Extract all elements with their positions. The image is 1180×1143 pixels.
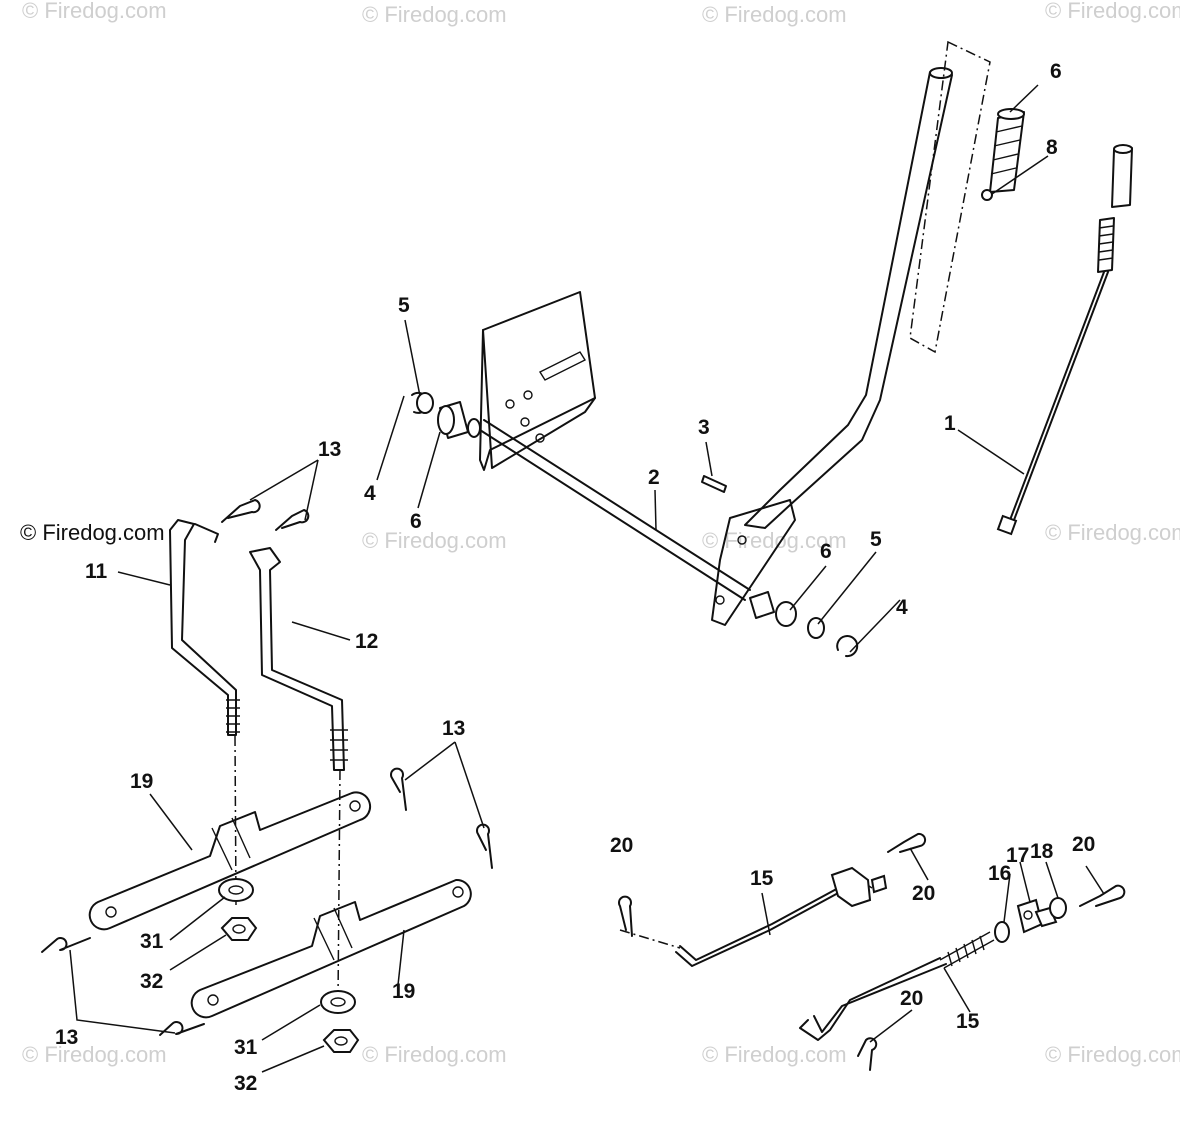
handle-grip	[989, 108, 1025, 193]
set-screw	[981, 189, 993, 201]
callout-13-top: 13	[318, 438, 341, 461]
callout-31-right: 31	[234, 1036, 258, 1059]
callout-20-left: 20	[610, 834, 633, 857]
lift-arm-lower	[190, 878, 472, 1019]
mounting-plate	[479, 291, 596, 471]
callout-11: 11	[85, 560, 108, 583]
callout-3: 3	[698, 416, 710, 439]
callout-17: 17	[1006, 844, 1029, 867]
callout-15-lower: 15	[956, 1010, 980, 1033]
callout-12: 12	[355, 630, 378, 653]
callout-6-left: 6	[410, 510, 422, 533]
callout-2: 2	[648, 466, 660, 489]
callout-19-upper: 19	[130, 770, 153, 793]
watermark-top-right: © Firedog.com	[1045, 0, 1180, 23]
callout-6-right: 6	[820, 540, 832, 563]
watermark-top-center-left: © Firedog.com	[362, 2, 507, 27]
callout-15-upper: 15	[750, 867, 774, 890]
hair-pin-clips-13	[41, 499, 493, 1036]
callout-31-left: 31	[140, 930, 164, 953]
callout-13-right: 13	[442, 717, 465, 740]
callout-8: 8	[1046, 136, 1058, 159]
right-shaft-hardware	[749, 591, 859, 658]
lift-shaft	[467, 418, 751, 601]
callout-20-right: 20	[1072, 833, 1095, 856]
lift-link-11	[169, 519, 240, 906]
watermark-top-left: © Firedog.com	[22, 0, 167, 23]
callout-20-middle: 20	[912, 882, 935, 905]
left-shaft-hardware	[411, 391, 469, 439]
watermark-bottom-right: © Firedog.com	[1045, 1042, 1180, 1067]
callout-5-right: 5	[870, 528, 882, 551]
watermark-middle-center-left: © Firedog.com	[362, 528, 507, 553]
bushing-nut-right	[320, 990, 360, 1053]
lift-link-12	[249, 547, 348, 1001]
callout-16: 16	[988, 862, 1011, 885]
adjustment-cable	[996, 144, 1133, 536]
callout-20-bottom: 20	[900, 987, 923, 1010]
callout-19-lower: 19	[392, 980, 415, 1003]
callout-7: 6	[1050, 60, 1062, 83]
callout-4-left: 4	[364, 482, 376, 505]
callout-1: 1	[944, 412, 956, 435]
roll-pin	[701, 475, 727, 493]
callout-18: 18	[1030, 840, 1054, 863]
lift-rod-upper	[619, 866, 888, 967]
leader-lines	[69, 84, 1105, 1073]
lift-rod-lower	[799, 931, 995, 1041]
callouts: 6 8 1 5 4 6 3 2 6 5 4 13 11 12 13 19 31 …	[55, 60, 1095, 1095]
lift-arm-upper	[88, 791, 372, 931]
watermark-bottom-center-right: © Firedog.com	[702, 1042, 847, 1067]
watermark-bottom-left: © Firedog.com	[22, 1042, 167, 1067]
watermark-middle-right: © Firedog.com	[1045, 520, 1180, 545]
rod-adjuster-hardware	[994, 897, 1067, 943]
callout-5-left: 5	[398, 294, 410, 317]
watermark-bottom-center-left: © Firedog.com	[362, 1042, 507, 1067]
watermark-middle-left: © Firedog.com	[20, 520, 165, 545]
watermark-top-center-right: © Firedog.com	[702, 2, 847, 27]
callout-32-right: 32	[234, 1072, 257, 1095]
callout-32-left: 32	[140, 970, 163, 993]
bushing-nut-left	[218, 878, 258, 941]
hair-pins-20	[618, 832, 1126, 1071]
callout-13-bottom: 13	[55, 1026, 78, 1049]
callout-4-right: 4	[896, 596, 908, 619]
